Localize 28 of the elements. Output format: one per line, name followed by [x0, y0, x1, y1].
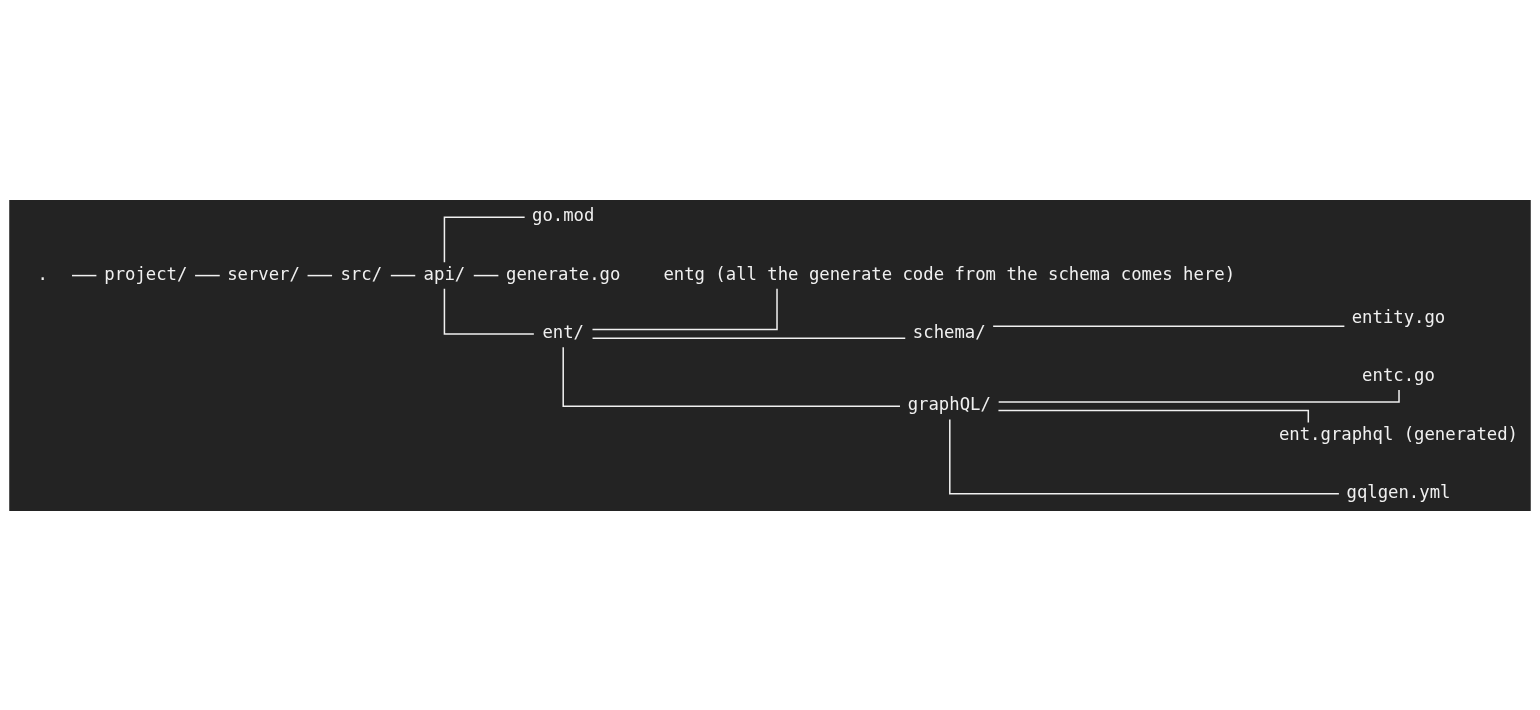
node-text: go.mod [532, 204, 595, 225]
connector [71, 274, 98, 276]
node-text: server/ [227, 263, 300, 284]
connector [194, 274, 221, 276]
node-text: . [37, 263, 48, 284]
node-text: generate.go [506, 263, 621, 284]
connector [306, 274, 333, 276]
connector [992, 325, 1346, 327]
connector [473, 274, 500, 276]
node-text: entg (all the generate code from the schema comes here) [663, 263, 1236, 284]
connector [591, 336, 906, 339]
node-text: entity.go [1351, 306, 1446, 327]
node-text: schema/ [912, 321, 986, 342]
connector [949, 418, 1340, 494]
node-text: project/ [104, 263, 188, 284]
node-text: graphQL/ [907, 393, 991, 414]
node-text: src/ [340, 263, 383, 284]
connector [390, 274, 416, 276]
connector [591, 287, 778, 330]
connector [443, 287, 535, 335]
connector [443, 216, 526, 263]
connector [562, 345, 901, 407]
connector [997, 409, 1310, 423]
node-text: entc.go [1362, 364, 1435, 385]
node-text: api/ [423, 263, 466, 284]
node-text: ent/ [542, 321, 584, 342]
node-text: gqlgen.yml [1346, 481, 1451, 502]
node-text: ent.graphql (generated) [1278, 423, 1519, 444]
